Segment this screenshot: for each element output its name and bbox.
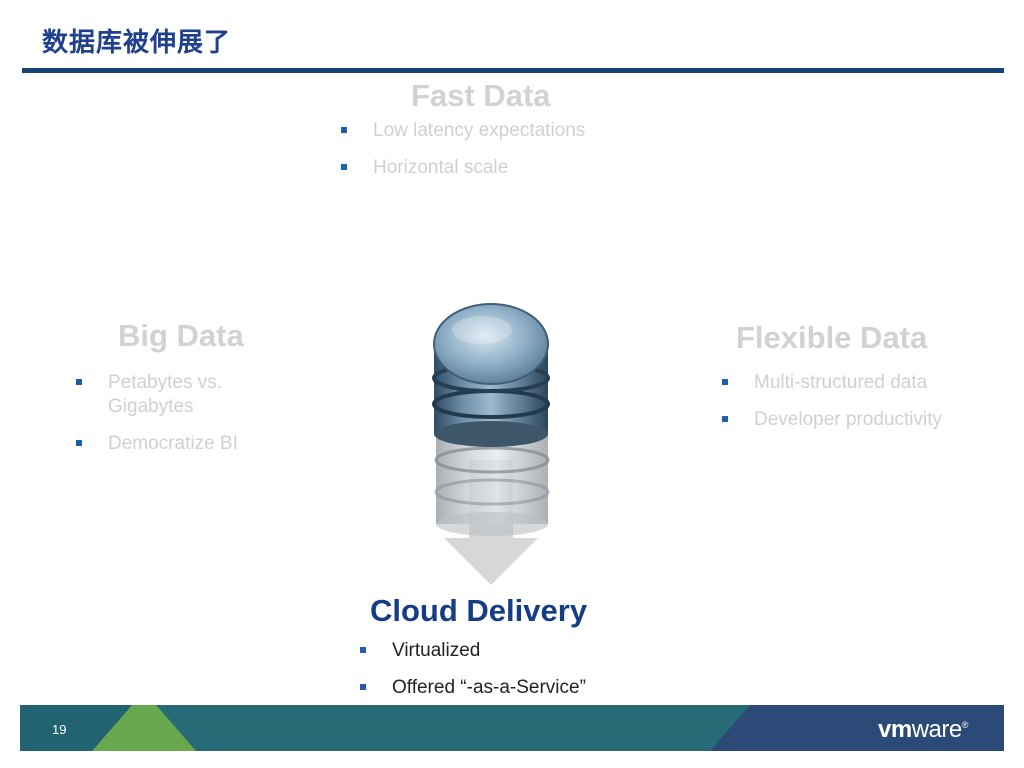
big-data-bullet-1: Petabytes vs. Gigabytes xyxy=(108,372,223,417)
bullet-square-icon xyxy=(722,379,728,385)
page-number: 19 xyxy=(52,722,67,737)
bullet-square-icon xyxy=(722,416,728,422)
list-item: Low latency expectations xyxy=(341,119,661,143)
vmware-logo: vmware® xyxy=(878,716,968,743)
list-item: Developer productivity xyxy=(722,408,1012,432)
bullet-square-icon xyxy=(76,440,82,446)
fast-data-heading: Fast Data xyxy=(411,78,551,113)
title-divider xyxy=(22,68,1004,73)
list-item: Virtualized xyxy=(360,639,680,663)
cloud-delivery-bullet-1: Virtualized xyxy=(392,640,481,661)
bullet-square-icon xyxy=(360,647,366,653)
fast-data-bullet-2: Horizontal scale xyxy=(373,157,509,178)
bullet-square-icon xyxy=(341,164,347,170)
bullet-square-icon xyxy=(76,379,82,385)
fast-data-list: Low latency expectations Horizontal scal… xyxy=(341,119,661,193)
bullet-square-icon xyxy=(341,127,347,133)
cloud-delivery-bullet-2: Offered “-as-a-Service” xyxy=(392,677,586,698)
cloud-delivery-list: Virtualized Offered “-as-a-Service” xyxy=(360,639,680,713)
footer-band xyxy=(20,705,1004,751)
database-cylinder-icon xyxy=(432,303,550,536)
flexible-data-heading: Flexible Data xyxy=(736,320,928,355)
list-item: Offered “-as-a-Service” xyxy=(360,676,680,700)
list-item: Horizontal scale xyxy=(341,156,661,180)
list-item: Petabytes vs. Gigabytes xyxy=(76,371,258,419)
bullet-square-icon xyxy=(360,684,366,690)
flexible-data-bullet-2: Developer productivity xyxy=(754,409,942,430)
flexible-data-bullet-1: Multi-structured data xyxy=(754,372,928,393)
big-data-heading: Big Data xyxy=(118,318,244,353)
slide-title: 数据库被伸展了 xyxy=(42,28,232,58)
list-item: Democratize BI xyxy=(76,432,276,456)
big-data-list: Petabytes vs. Gigabytes Democratize BI xyxy=(76,371,276,469)
fast-data-bullet-1: Low latency expectations xyxy=(373,120,586,141)
cloud-delivery-heading: Cloud Delivery xyxy=(370,593,588,628)
list-item: Multi-structured data xyxy=(722,371,1012,395)
database-figure xyxy=(432,303,550,585)
flexible-data-list: Multi-structured data Developer producti… xyxy=(722,371,1012,445)
big-data-bullet-2: Democratize BI xyxy=(108,433,238,454)
